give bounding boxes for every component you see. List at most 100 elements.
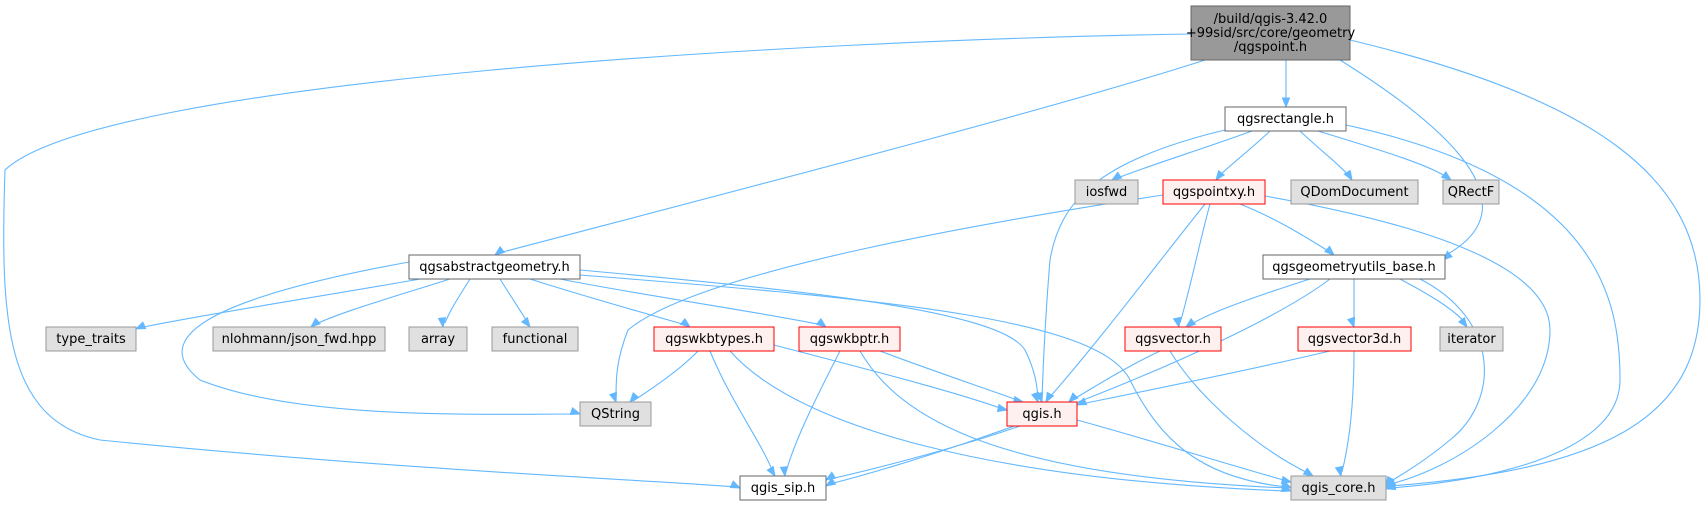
edge-arrowhead <box>824 471 837 481</box>
edge-absgeom-to-functional <box>499 278 531 329</box>
node-label: QRectF <box>1448 185 1494 200</box>
node-label: qgis_core.h <box>1302 481 1376 496</box>
edge-line <box>1317 130 1449 179</box>
nodes-layer: /build/qgis-3.42.0+99sid/src/core/geomet… <box>45 5 1504 501</box>
node-rect[interactable]: qgsrectangle.h <box>1224 106 1347 132</box>
node-wkbtypes[interactable]: qgswkbtypes.h <box>653 326 775 352</box>
node-label: type_traits <box>56 332 126 347</box>
node-label: functional <box>503 332 568 347</box>
node-label: +99sid/src/core/geometry <box>1186 26 1356 41</box>
node-box <box>408 254 581 280</box>
edge-line <box>1264 195 1551 485</box>
edge-line <box>1239 203 1331 253</box>
edge-root-to-sip <box>3 33 1192 489</box>
edge-line <box>773 344 1004 410</box>
edge-arrowhead <box>1110 171 1123 181</box>
node-absgeom[interactable]: qgsabstractgeometry.h <box>408 254 581 280</box>
edge-absgeom-to-wkbtypes <box>529 278 692 328</box>
edge-arrowhead <box>629 392 640 404</box>
node-box <box>1006 401 1078 427</box>
edge-arrowhead <box>569 406 582 416</box>
node-label: QDomDocument <box>1300 185 1408 200</box>
node-qgis[interactable]: qgis.h <box>1006 401 1078 427</box>
edge-absgeom-to-qgis <box>579 269 1040 404</box>
node-geomutils[interactable]: qgsgeometryutils_base.h <box>1262 254 1446 280</box>
node-vector3d[interactable]: qgsvector3d.h <box>1297 326 1412 352</box>
edge-pointxy-to-qstring <box>608 194 1164 404</box>
edge-line <box>579 274 1288 488</box>
edge-arrowhead <box>824 477 837 487</box>
node-box <box>45 326 137 352</box>
node-box <box>212 326 386 352</box>
edge-arrowhead <box>1075 397 1088 406</box>
edge-rect-to-pointxy <box>1215 130 1271 182</box>
node-qdom: QDomDocument <box>1290 179 1419 205</box>
edge-line <box>829 425 1021 480</box>
edge-line <box>615 194 1164 399</box>
edge-arrowhead <box>608 391 618 404</box>
edge-arrowhead <box>493 245 506 256</box>
edge-line <box>729 350 1288 492</box>
node-label: /build/qgis-3.42.0 <box>1214 12 1328 27</box>
node-label: qgis_sip.h <box>751 481 815 496</box>
edge-vector3d-to-qgis <box>1075 350 1331 406</box>
edge-arrowhead <box>779 466 789 478</box>
node-vector[interactable]: qgsvector.h <box>1124 326 1222 352</box>
node-label: qgswkbptr.h <box>810 332 890 347</box>
edge-rect-to-qdom <box>1299 130 1353 182</box>
edge-root-to-absgeom <box>493 59 1206 256</box>
edge-rect-to-iosfwd <box>1110 130 1253 181</box>
node-box <box>1439 326 1504 352</box>
edge-wkbptr-to-qgis <box>879 350 1025 405</box>
edge-arrowhead <box>815 317 828 328</box>
edge-arrowhead <box>1172 316 1182 329</box>
edge-line <box>1179 203 1211 324</box>
node-wkbptr[interactable]: qgswkbptr.h <box>798 326 901 352</box>
edge-arrowhead <box>766 465 776 478</box>
edge-arrowhead <box>1334 465 1344 478</box>
edge-line <box>1189 278 1311 326</box>
edge-rect-to-qrectf <box>1317 130 1453 181</box>
edge-line <box>1114 130 1253 180</box>
edge-arrowhead <box>520 316 531 329</box>
node-root[interactable]: /build/qgis-3.42.0+99sid/src/core/geomet… <box>1186 5 1356 61</box>
node-qstring: QString <box>579 401 652 427</box>
edge-arrowhead <box>1385 475 1395 488</box>
edge-arrowhead <box>1457 316 1468 329</box>
edge-arrowhead <box>1346 316 1356 329</box>
node-box <box>491 326 579 352</box>
node-box <box>1190 5 1351 61</box>
node-label: qgsrectangle.h <box>1237 112 1334 127</box>
node-label: nlohmann/json_fwd.hpp <box>222 332 377 347</box>
node-box <box>1262 254 1446 280</box>
edge-arrowhead <box>134 321 147 330</box>
node-json: nlohmann/json_fwd.hpp <box>212 326 386 352</box>
edge-line <box>785 350 841 473</box>
edge-wkbtypes-to-sip <box>709 350 776 478</box>
edge-line <box>498 59 1206 254</box>
edge-geomutils-to-sip <box>824 278 1331 487</box>
edge-geomutils-to-vector <box>1184 278 1311 328</box>
edge-line <box>632 350 699 402</box>
edge-line <box>1386 278 1485 485</box>
edge-pointxy-to-qgis <box>1045 203 1206 404</box>
node-sip[interactable]: qgis_sip.h <box>739 475 827 501</box>
edge-rect-to-qgis <box>1034 129 1226 404</box>
node-label: qgswkbtypes.h <box>665 332 763 347</box>
edge-absgeom-to-type_traits <box>134 278 421 330</box>
edge-line <box>1349 39 1701 487</box>
edge-line <box>1041 129 1226 399</box>
node-box <box>798 326 901 352</box>
edge-qgis-to-core <box>1076 419 1293 485</box>
edge-arrowhead <box>1440 170 1453 181</box>
node-pointxy[interactable]: qgspointxy.h <box>1162 179 1266 205</box>
edge-line <box>579 269 1039 399</box>
node-label: qgsvector3d.h <box>1308 332 1401 347</box>
node-box <box>1290 475 1387 501</box>
edge-line <box>1299 130 1351 178</box>
edge-line <box>879 350 1021 402</box>
edge-arrowhead <box>1030 391 1040 404</box>
edge-line <box>1076 419 1288 482</box>
edge-arrowhead <box>1215 169 1226 182</box>
node-label: qgsabstractgeometry.h <box>419 260 569 275</box>
